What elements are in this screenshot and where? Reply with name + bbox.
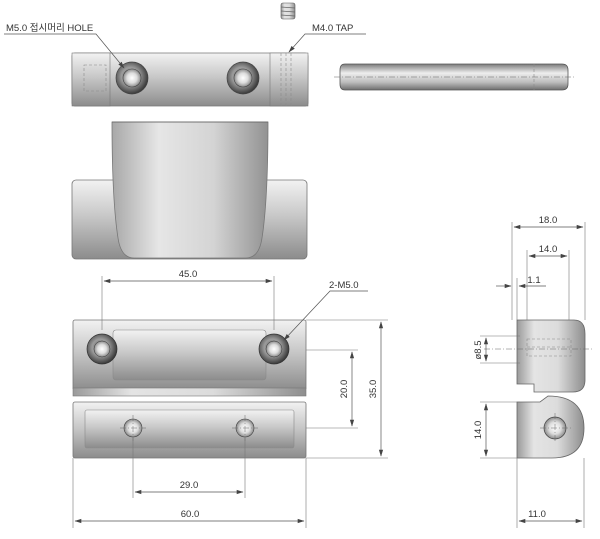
- hole-callout-text: M5.0 접시머리 HOLE: [6, 22, 93, 34]
- countersink-bore-left: [122, 68, 142, 88]
- lower-leaf-pocket: [84, 409, 295, 449]
- hinge-pin: [334, 63, 574, 91]
- bottom-view: 2-M5.0 45.0 35.0 20.0 29.0 60.0: [72, 269, 388, 528]
- hinge-barrel: [72, 387, 307, 397]
- top-leaf-left-end: [71, 52, 111, 107]
- side-view: 18.0 14.0 1.1 ø8.5 14.0 11.0: [473, 215, 592, 528]
- upper-leaf-pocket: [112, 329, 267, 381]
- front-view: [71, 121, 308, 260]
- dim-height-part: 20.0: [339, 380, 350, 399]
- dim-hole-pitch-top: 45.0: [179, 269, 198, 280]
- front-knuckle-body: [111, 121, 269, 259]
- mount-holes-text: 2-M5.0: [329, 280, 359, 291]
- tap-callout-text: M4.0 TAP: [312, 23, 353, 34]
- top-hidden-slot-left: [83, 64, 107, 92]
- dim-side-offset: 1.1: [527, 275, 540, 286]
- dim-side-lower: 14.0: [473, 421, 484, 440]
- dim-pin-diameter: ø8.5: [473, 340, 484, 359]
- dim-height-total: 35.0: [368, 380, 379, 399]
- set-screw-icon: [280, 2, 296, 20]
- mount-holes-leader: [283, 290, 368, 341]
- dim-width-total: 60.0: [181, 509, 200, 520]
- side-hidden-screw: [526, 338, 572, 357]
- mount-bore-left: [93, 340, 111, 358]
- hole-callout-leader: [4, 33, 125, 69]
- top-view: M5.0 접시머리 HOLE M4.0 TAP: [4, 2, 366, 107]
- countersink-bore-right: [233, 68, 253, 88]
- tap-callout-leader: [288, 33, 366, 53]
- dim-side-inner: 14.0: [539, 244, 558, 255]
- dim-hole-pitch-bottom: 29.0: [180, 480, 199, 491]
- dim-side-bottom: 11.0: [528, 509, 546, 520]
- mount-bore-right: [265, 340, 283, 358]
- dim-side-width: 18.0: [539, 215, 558, 226]
- top-leaf-right-end: [269, 52, 309, 107]
